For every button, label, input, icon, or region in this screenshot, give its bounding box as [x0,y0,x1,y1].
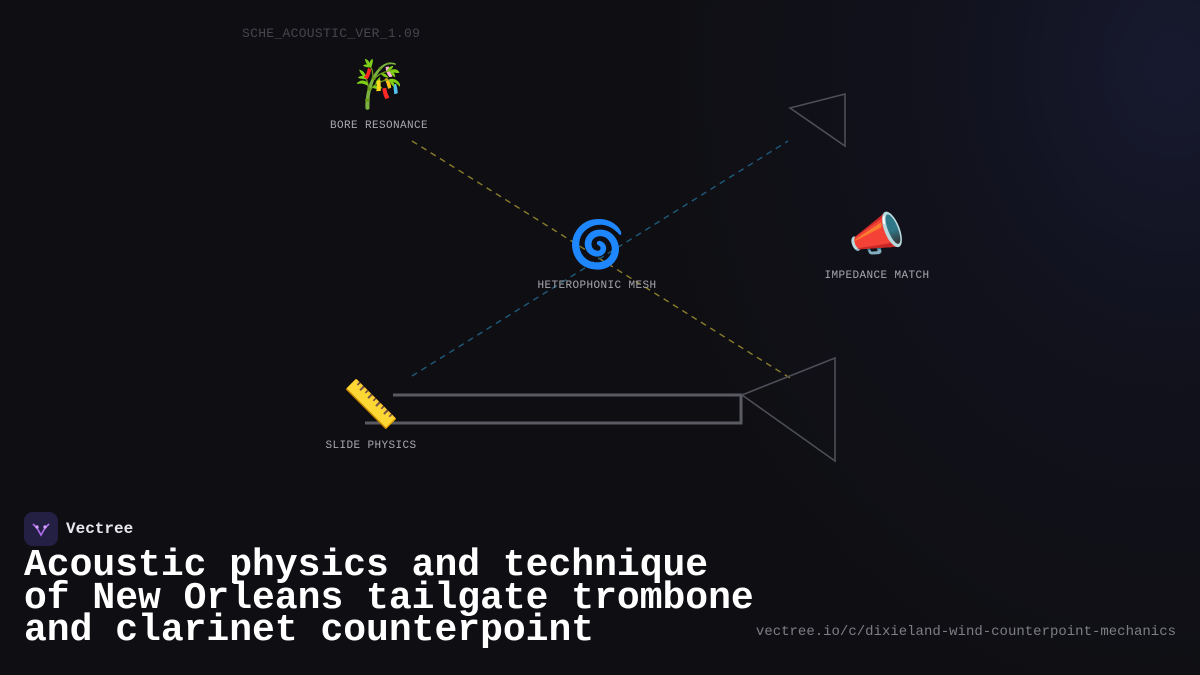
node-bore-resonance: 🎋 BORE RESONANCE [279,62,479,132]
node-label: SLIDE PHYSICS [325,440,417,452]
brand-name: Vectree [66,520,134,538]
node-slide-physics: 📏 SLIDE PHYSICS [271,382,471,452]
ruler-icon: 📏 [342,382,400,434]
node-label: BORE RESONANCE [329,120,428,132]
connector-bore-to-bell [411,140,791,379]
trombone-bell-shape [740,356,836,463]
cyclone-icon: 🌀 [568,222,626,274]
mouthpiece-cone-shape [788,92,846,148]
node-label: HETEROPHONIC MESH [537,280,657,292]
bamboo-icon: 🎋 [350,62,408,114]
trombone-slide-shape [365,393,743,425]
vectree-logo-icon [24,512,58,546]
connector-slide-to-cone [411,140,789,377]
node-impedance-match: 📣 IMPEDANCE MATCH [777,212,977,282]
node-label: IMPEDANCE MATCH [824,270,930,282]
megaphone-icon: 📣 [848,212,906,264]
page-url[interactable]: vectree.io/c/dixieland-wind-counterpoint… [755,624,1176,640]
schematic-version-label: SCHE_ACOUSTIC_VER_1.09 [242,26,421,41]
brand[interactable]: Vectree [24,512,133,546]
page-title: Acoustic physics and technique of New Or… [24,544,754,652]
node-heterophonic-mesh: 🌀 HETEROPHONIC MESH [497,222,697,292]
